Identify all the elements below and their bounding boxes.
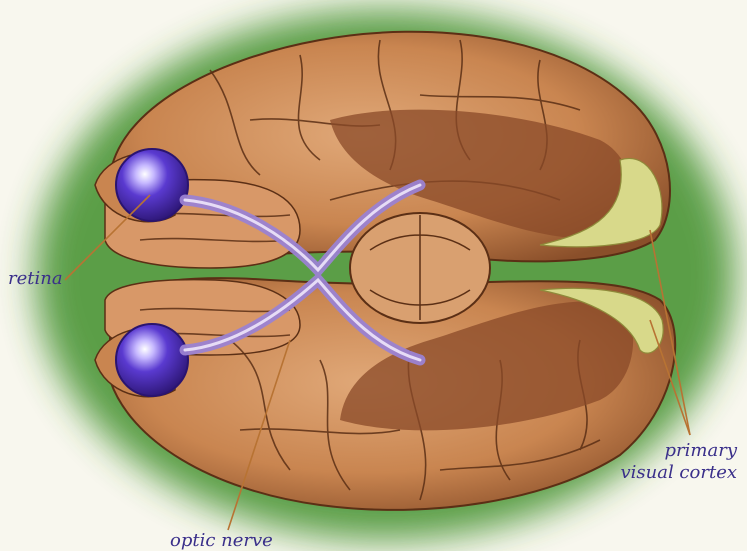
retina-label: retina xyxy=(8,268,63,290)
primary-visual-cortex-label: primary visual cortex xyxy=(620,440,737,484)
cortex-label-line1: primary xyxy=(620,440,737,462)
optic-nerve-label: optic nerve xyxy=(170,530,273,551)
cortex-label-line2: visual cortex xyxy=(620,462,737,484)
